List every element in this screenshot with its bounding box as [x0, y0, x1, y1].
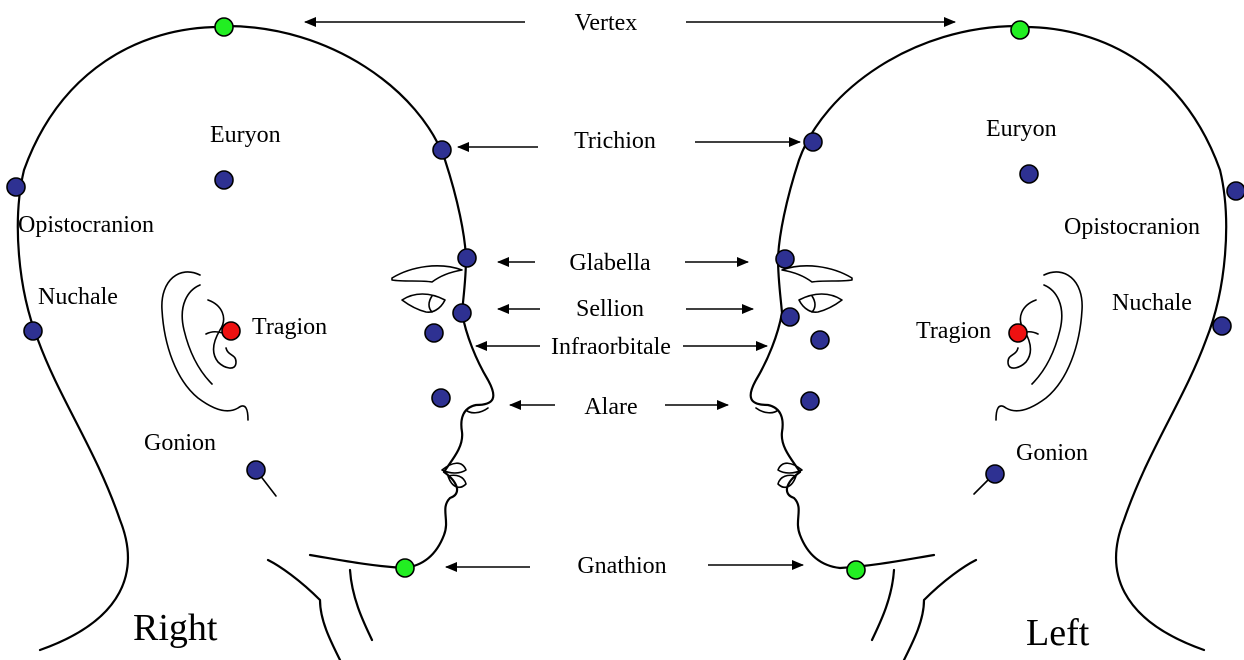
right-gonion-point — [247, 461, 265, 479]
right-sellion-point — [453, 304, 471, 322]
right-vertex-point — [215, 18, 233, 36]
left-tragion-label: Tragion — [916, 318, 991, 344]
right-nuchale-point — [24, 322, 42, 340]
gnathion-label: Gnathion — [577, 553, 666, 579]
left-opistocranion-label: Opistocranion — [1064, 214, 1200, 240]
right-opistocranion-point — [7, 178, 25, 196]
left-lips — [778, 463, 802, 487]
right-eyebrow — [392, 266, 462, 282]
alare-label: Alare — [584, 394, 637, 420]
right-side-label: Right — [133, 607, 218, 649]
left-nuchale-label: Nuchale — [1112, 290, 1192, 316]
right-eye — [402, 294, 445, 312]
left-eye — [799, 294, 842, 312]
glabella-label: Glabella — [569, 250, 651, 276]
right-euryon-point — [215, 171, 233, 189]
left-euryon-point — [1020, 165, 1038, 183]
trichion-label: Trichion — [574, 128, 656, 154]
left-vertex-point — [1011, 21, 1029, 39]
sellion-label: Sellion — [576, 296, 644, 322]
right-nuchale-label: Nuchale — [38, 284, 118, 310]
left-gonion-label: Gonion — [1016, 440, 1088, 466]
left-glabella-point — [776, 250, 794, 268]
right-head: Euryon Opistocranion Nuchale Tragion Gon… — [7, 18, 493, 660]
left-trichion-point — [804, 133, 822, 151]
right-glabella-point — [458, 249, 476, 267]
left-gonion-point — [986, 465, 1004, 483]
vertex-label: Vertex — [575, 10, 638, 36]
left-side-label: Left — [1026, 612, 1090, 654]
left-tragion-point — [1009, 324, 1027, 342]
left-sellion-point — [781, 308, 799, 326]
left-nuchale-point — [1213, 317, 1231, 335]
right-trichion-point — [433, 141, 451, 159]
right-tragion-point — [222, 322, 240, 340]
right-infraorbitale-point — [425, 324, 443, 342]
right-gnathion-point — [396, 559, 414, 577]
left-ear — [996, 272, 1082, 420]
left-eyebrow — [782, 266, 852, 282]
left-infraorbitale-point — [811, 331, 829, 349]
left-iris — [812, 296, 815, 312]
right-opistocranion-label: Opistocranion — [18, 212, 154, 238]
left-gnathion-point — [847, 561, 865, 579]
right-iris — [429, 296, 432, 312]
right-alare-point — [432, 389, 450, 407]
right-ear — [162, 272, 248, 420]
left-alare-point — [801, 392, 819, 410]
infraorbitale-label: Infraorbitale — [551, 334, 671, 360]
right-gonion-label: Gonion — [144, 430, 216, 456]
right-lips — [442, 463, 466, 487]
left-euryon-label: Euryon — [986, 116, 1057, 142]
right-euryon-label: Euryon — [210, 122, 281, 148]
left-opistocranion-point — [1227, 182, 1244, 200]
right-tragion-label: Tragion — [252, 314, 327, 340]
